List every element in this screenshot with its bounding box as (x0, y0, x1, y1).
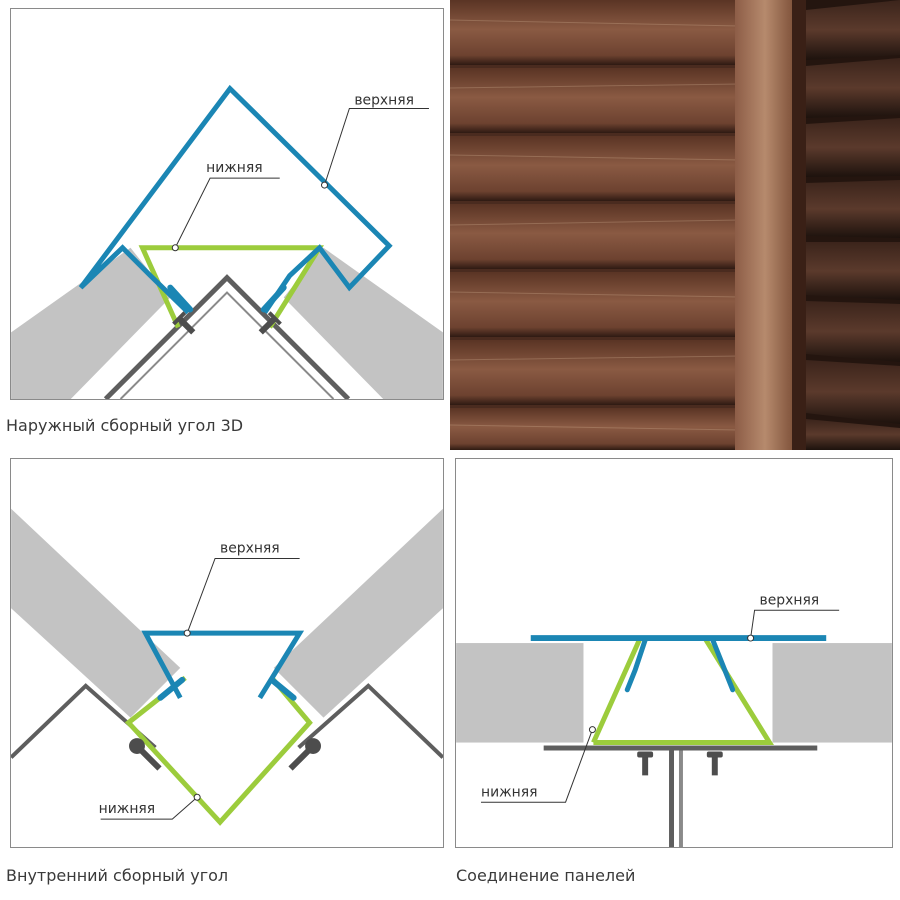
panel-joint-svg: верхняя нижняя (456, 592, 892, 847)
caption-panel-joint: Соединение панелей (456, 866, 636, 885)
caption-inner-corner: Внутренний сборный угол (6, 866, 229, 885)
siding-photo (450, 0, 900, 450)
label-lower: нижняя (206, 160, 262, 176)
callout-dot (193, 793, 201, 801)
right-siding-panel (273, 508, 443, 718)
screw-icon (637, 751, 654, 776)
callout-dot (747, 634, 755, 642)
upper-profile-leg-right (710, 637, 736, 693)
left-siding-panel (11, 247, 171, 399)
screw-icon (129, 738, 162, 771)
label-lower: нижняя (99, 801, 155, 817)
corner-post (735, 0, 795, 450)
label-upper: верхняя (220, 541, 280, 557)
frame-line (103, 274, 351, 399)
wall-boards-left (450, 0, 741, 450)
upper-profile (141, 630, 305, 700)
siding-photo-svg (450, 0, 900, 450)
callout-lower (480, 729, 593, 803)
screw-icon (172, 311, 196, 335)
wall-boards-right (806, 0, 900, 450)
callout-dot (171, 244, 179, 252)
outer-corner-diagram: верхняя нижняя (10, 8, 444, 400)
upper-profile (78, 84, 393, 315)
frame-crossbar (543, 745, 818, 751)
panel-joint-diagram: верхняя нижняя (455, 458, 893, 848)
lower-profile (124, 675, 313, 826)
frame-stem-right (678, 750, 683, 847)
screw-icon (288, 738, 322, 771)
lower-profile (591, 635, 774, 746)
label-lower: нижняя (481, 784, 537, 800)
upper-profile-clip-left (167, 284, 194, 313)
upper-profile-leg-left (624, 637, 648, 693)
frame-line (297, 683, 443, 759)
inner-corner-svg: верхняя нижняя (11, 508, 443, 826)
label-upper: верхняя (760, 592, 820, 608)
caption-outer-corner: Наружный сборный угол 3D (6, 416, 244, 435)
callout-dot (183, 629, 191, 637)
outer-corner-svg: верхняя нижняя (11, 84, 443, 399)
inner-corner-diagram: верхняя нижняя (10, 458, 444, 848)
callout-upper (186, 557, 300, 634)
frame-line-inner (119, 291, 335, 399)
callout-lower (100, 796, 198, 820)
callout-dot (588, 726, 596, 734)
screw-icon (706, 751, 723, 776)
right-siding-panel (283, 247, 443, 399)
screw-icon (258, 311, 282, 335)
frame-stem (669, 750, 674, 847)
upper-profile-clip-right (268, 676, 297, 701)
callout-upper (324, 107, 429, 186)
left-siding-panel (456, 643, 584, 743)
callout-dot (321, 181, 328, 189)
left-siding-panel (11, 508, 181, 718)
right-siding-panel (772, 643, 892, 743)
upper-profile-clip-right (260, 284, 287, 313)
callout-upper (750, 609, 840, 639)
upper-profile-clip-left (157, 676, 186, 701)
corner-post-edge (792, 0, 806, 450)
callout-lower (174, 177, 280, 248)
label-upper: верхняя (354, 93, 414, 109)
